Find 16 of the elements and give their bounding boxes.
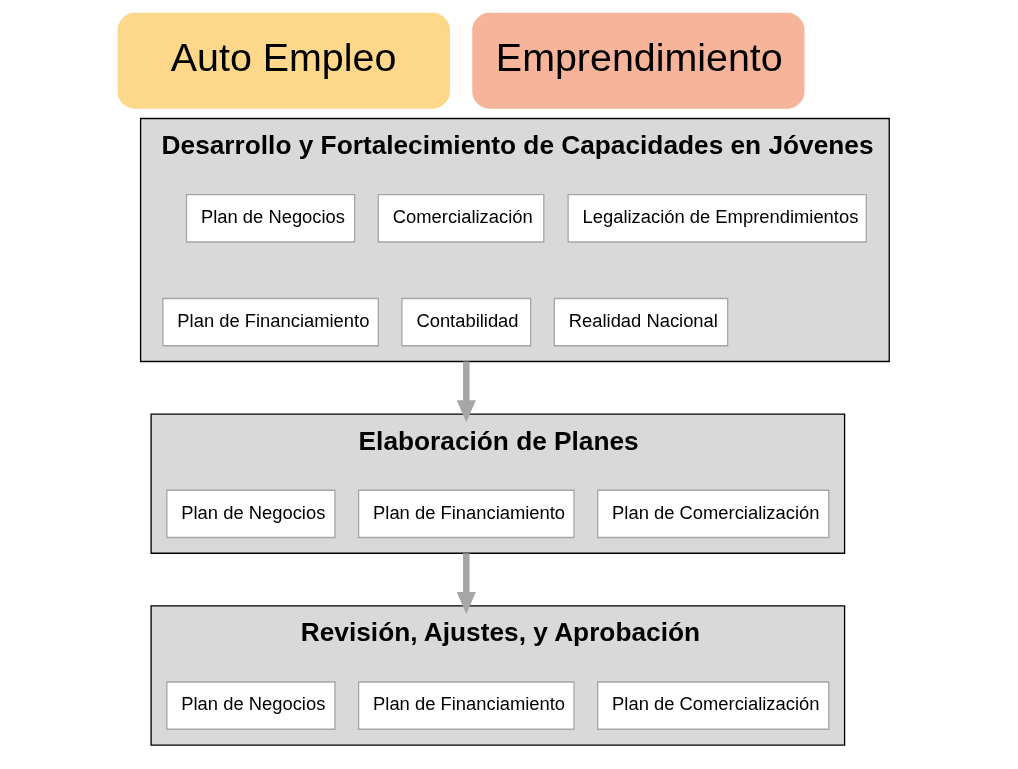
node-box: Plan de Comercialización [597, 489, 830, 539]
node-box: Plan de Negocios [166, 489, 336, 539]
arrow [456, 361, 476, 423]
node-box: Comercialización [377, 194, 545, 243]
arrow [456, 553, 476, 614]
node-box: Plan de Negocios [185, 194, 356, 243]
node-box: Realidad Nacional [553, 297, 729, 347]
node-box: Legalización de Emprendimientos [567, 194, 867, 243]
node-box: Emprendimiento [472, 12, 805, 109]
node-box: Plan de Financiamiento [357, 681, 575, 730]
node-box: Contabilidad [401, 297, 532, 347]
node-box: Plan de Financiamiento [162, 297, 379, 347]
node-box: Plan de Negocios [166, 681, 336, 730]
node-box: Plan de Financiamiento [357, 489, 575, 539]
node-box: Auto Empleo [117, 12, 450, 109]
node-box: Plan de Comercialización [597, 681, 830, 730]
